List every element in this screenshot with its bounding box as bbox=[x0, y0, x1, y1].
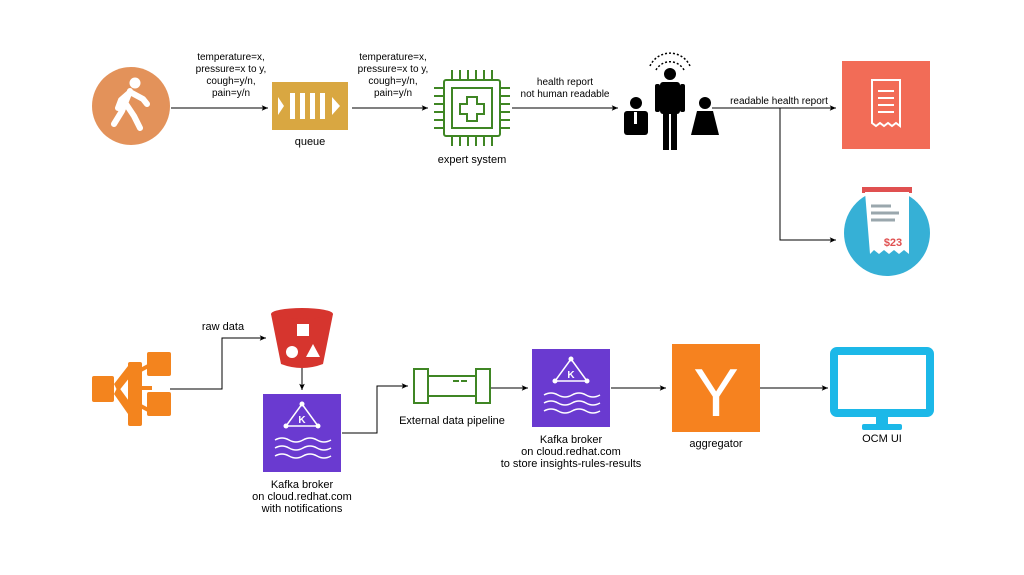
edge-health-label-line: health report bbox=[536, 77, 594, 88]
kafka2-label: Kafka broker on cloud.redhat.com to stor… bbox=[481, 434, 661, 470]
walking-person-icon bbox=[92, 67, 170, 145]
kafka1-label-line: with notifications bbox=[261, 503, 343, 515]
kafka2-label-line: Kafka broker bbox=[539, 434, 603, 446]
data-source-router-icon bbox=[92, 352, 171, 426]
data-pipeline-icon bbox=[413, 368, 491, 404]
storage-bucket-icon bbox=[271, 308, 333, 368]
ocm-ui-label: OCM UI bbox=[862, 433, 902, 445]
edge-health-label-line: not human readable bbox=[520, 89, 610, 100]
people-group-icon bbox=[624, 52, 719, 150]
pipeline-label: External data pipeline bbox=[399, 415, 505, 427]
report-receipt-icon bbox=[842, 61, 930, 149]
queue-label: queue bbox=[294, 136, 326, 148]
aggregator-glyph: Y bbox=[693, 355, 738, 431]
edge-queue-label-line: pain=y/n bbox=[373, 88, 413, 99]
edge-input-label-line: pressure=x to y, bbox=[195, 64, 267, 75]
kafka1-label-line: Kafka broker bbox=[270, 479, 334, 491]
bill-amount-text: $23 bbox=[884, 237, 902, 249]
edge-queue-label: temperature=x, pressure=x to y, cough=y/… bbox=[342, 52, 444, 100]
edge-queue-label-line: cough=y/n, bbox=[368, 76, 418, 87]
edge-queue-label-line: temperature=x, bbox=[359, 52, 427, 63]
edge-raw-label: raw data bbox=[201, 321, 245, 333]
kafka1-badge: K bbox=[298, 415, 306, 426]
aggregator-icon: Y bbox=[672, 344, 760, 432]
kafka2-label-line: to store insights-rules-results bbox=[500, 458, 642, 470]
kafka2-badge: K bbox=[567, 370, 575, 381]
expert-system-label: expert system bbox=[437, 154, 507, 166]
edge-kafka1-to-pipeline bbox=[342, 383, 408, 434]
edge-people-to-bill bbox=[712, 107, 836, 243]
edge-input-label-line: temperature=x, bbox=[197, 52, 265, 63]
queue-icon bbox=[272, 82, 348, 130]
kafka-broker-insights-icon: K bbox=[532, 349, 610, 427]
aggregator-label: aggregator bbox=[689, 438, 743, 450]
kafka1-label-line: on cloud.redhat.com bbox=[252, 491, 352, 503]
expert-system-chip-icon bbox=[434, 70, 510, 146]
edge-input-label-line: cough=y/n, bbox=[206, 76, 256, 87]
edge-input-label-line: pain=y/n bbox=[211, 88, 251, 99]
edge-readable-label: readable health report bbox=[730, 96, 828, 107]
kafka1-label: Kafka broker on cloud.redhat.com with no… bbox=[226, 479, 378, 515]
kafka-broker-notifications-icon: K bbox=[263, 394, 341, 472]
edge-queue-label-line: pressure=x to y, bbox=[357, 64, 429, 75]
bill-receipt-icon: $23 bbox=[844, 187, 930, 276]
kafka2-label-line: on cloud.redhat.com bbox=[521, 446, 621, 458]
edge-router-to-bucket bbox=[170, 335, 266, 390]
monitor-icon bbox=[830, 347, 934, 430]
edge-health-label: health report not human readable bbox=[510, 77, 620, 101]
edge-input-label: temperature=x, pressure=x to y, cough=y/… bbox=[180, 52, 282, 100]
